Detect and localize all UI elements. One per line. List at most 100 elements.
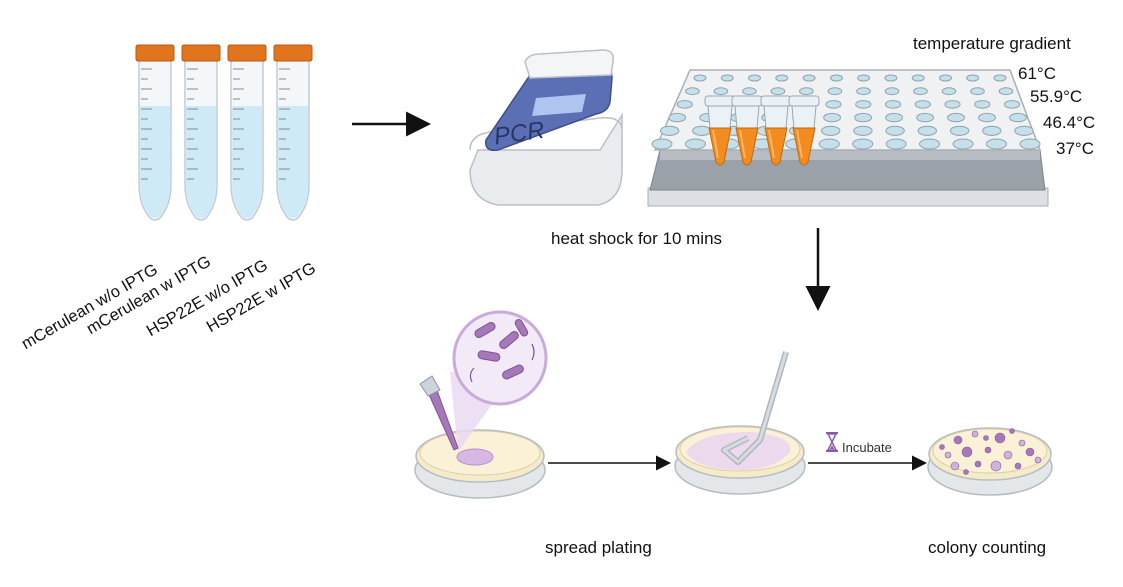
plate-well xyxy=(986,138,1007,150)
colony xyxy=(1018,439,1026,447)
plate-well xyxy=(720,74,734,82)
plate-well xyxy=(857,74,871,82)
petri-dish-inoculation xyxy=(414,310,548,499)
falcon-tube-2 xyxy=(181,44,221,221)
plate-well xyxy=(825,100,842,109)
colony xyxy=(939,444,945,450)
colony xyxy=(984,446,992,454)
falcon-tube-4 xyxy=(273,44,313,221)
plate-well xyxy=(970,87,985,96)
colony xyxy=(950,461,960,471)
plate-well xyxy=(911,74,925,82)
hourglass-icon xyxy=(826,432,838,452)
plate-well xyxy=(692,125,712,136)
plate-well xyxy=(952,138,974,150)
temperature-gradient-title: temperature gradient xyxy=(913,34,1071,53)
colony xyxy=(990,460,1002,472)
temperature-value-1: 61°C xyxy=(1018,64,1056,83)
plate-well xyxy=(668,112,687,123)
pcr-strip-tubes xyxy=(704,95,820,166)
plate-well xyxy=(949,125,970,136)
colony xyxy=(953,435,963,445)
colony xyxy=(1003,450,1013,460)
plate-well xyxy=(917,125,937,136)
plate-well xyxy=(827,87,843,96)
plate-well xyxy=(802,74,816,82)
temperature-value-3: 46.4°C xyxy=(1043,113,1096,132)
plate-well xyxy=(821,125,841,136)
colony xyxy=(961,446,973,458)
plate-well xyxy=(966,74,980,82)
plate-well xyxy=(651,138,673,150)
heat-shock-caption: heat shock for 10 mins xyxy=(551,229,723,248)
plate-well xyxy=(1014,125,1034,136)
petri-dish-spreading xyxy=(674,351,806,495)
plate-well xyxy=(913,87,928,96)
plate-well xyxy=(693,74,707,82)
colony xyxy=(963,469,969,475)
colony xyxy=(1009,428,1015,434)
plate-well xyxy=(993,74,1007,82)
temperature-value-2: 55.9°C xyxy=(1030,87,1083,106)
colonies xyxy=(939,428,1042,475)
plate-well xyxy=(884,100,902,109)
plate-well xyxy=(852,138,874,150)
colony xyxy=(994,432,1006,444)
plate-well xyxy=(855,100,872,109)
plate-well xyxy=(818,138,840,150)
plate-well xyxy=(978,112,996,123)
colony-counting-caption: colony counting xyxy=(928,538,1047,557)
plate-well xyxy=(742,87,757,96)
plate-well xyxy=(944,100,961,109)
plate-well xyxy=(799,87,814,96)
plate-well xyxy=(853,125,873,136)
plate-well xyxy=(685,87,700,96)
colony xyxy=(1034,456,1042,464)
plate-well xyxy=(885,112,903,123)
plate-well xyxy=(916,112,934,123)
well-plate xyxy=(647,69,1049,207)
plate-well xyxy=(974,100,991,109)
pcr-machine xyxy=(469,49,623,206)
plate-well xyxy=(748,74,761,82)
plate-well xyxy=(829,74,843,82)
falcon-tubes xyxy=(135,44,313,221)
plate-well xyxy=(884,87,900,96)
plate-well xyxy=(775,74,789,82)
plate-well xyxy=(941,87,957,96)
plate-well xyxy=(947,112,965,123)
plate-well xyxy=(685,138,706,150)
falcon-tube-1 xyxy=(135,44,175,221)
plate-well xyxy=(1003,100,1021,109)
plate-well xyxy=(914,100,931,109)
plate-well xyxy=(856,87,871,96)
colony xyxy=(1014,462,1022,470)
plate-well xyxy=(998,87,1014,96)
spread-plating-caption: spread plating xyxy=(545,538,652,557)
colony xyxy=(983,435,989,441)
plate-well xyxy=(1009,112,1027,123)
plate-well xyxy=(1019,138,1041,150)
colony xyxy=(1025,447,1035,457)
plate-well xyxy=(939,74,952,82)
plate-well xyxy=(885,138,907,150)
temperature-value-4: 37°C xyxy=(1056,139,1094,158)
colony xyxy=(944,451,952,459)
plate-well xyxy=(885,125,905,136)
colony xyxy=(974,460,982,468)
colony xyxy=(971,430,979,438)
plate-well xyxy=(659,125,680,136)
falcon-tube-3 xyxy=(227,44,267,221)
plate-well xyxy=(854,112,872,123)
petri-dish-colonies xyxy=(927,427,1053,496)
plate-well xyxy=(713,87,729,96)
plate-well xyxy=(770,87,786,96)
plate-well xyxy=(676,100,693,109)
plate-well xyxy=(823,112,841,123)
incubate-label: Incubate xyxy=(842,440,892,455)
plate-well xyxy=(919,138,941,150)
plate-well xyxy=(982,125,1002,136)
plate-well xyxy=(884,74,898,82)
